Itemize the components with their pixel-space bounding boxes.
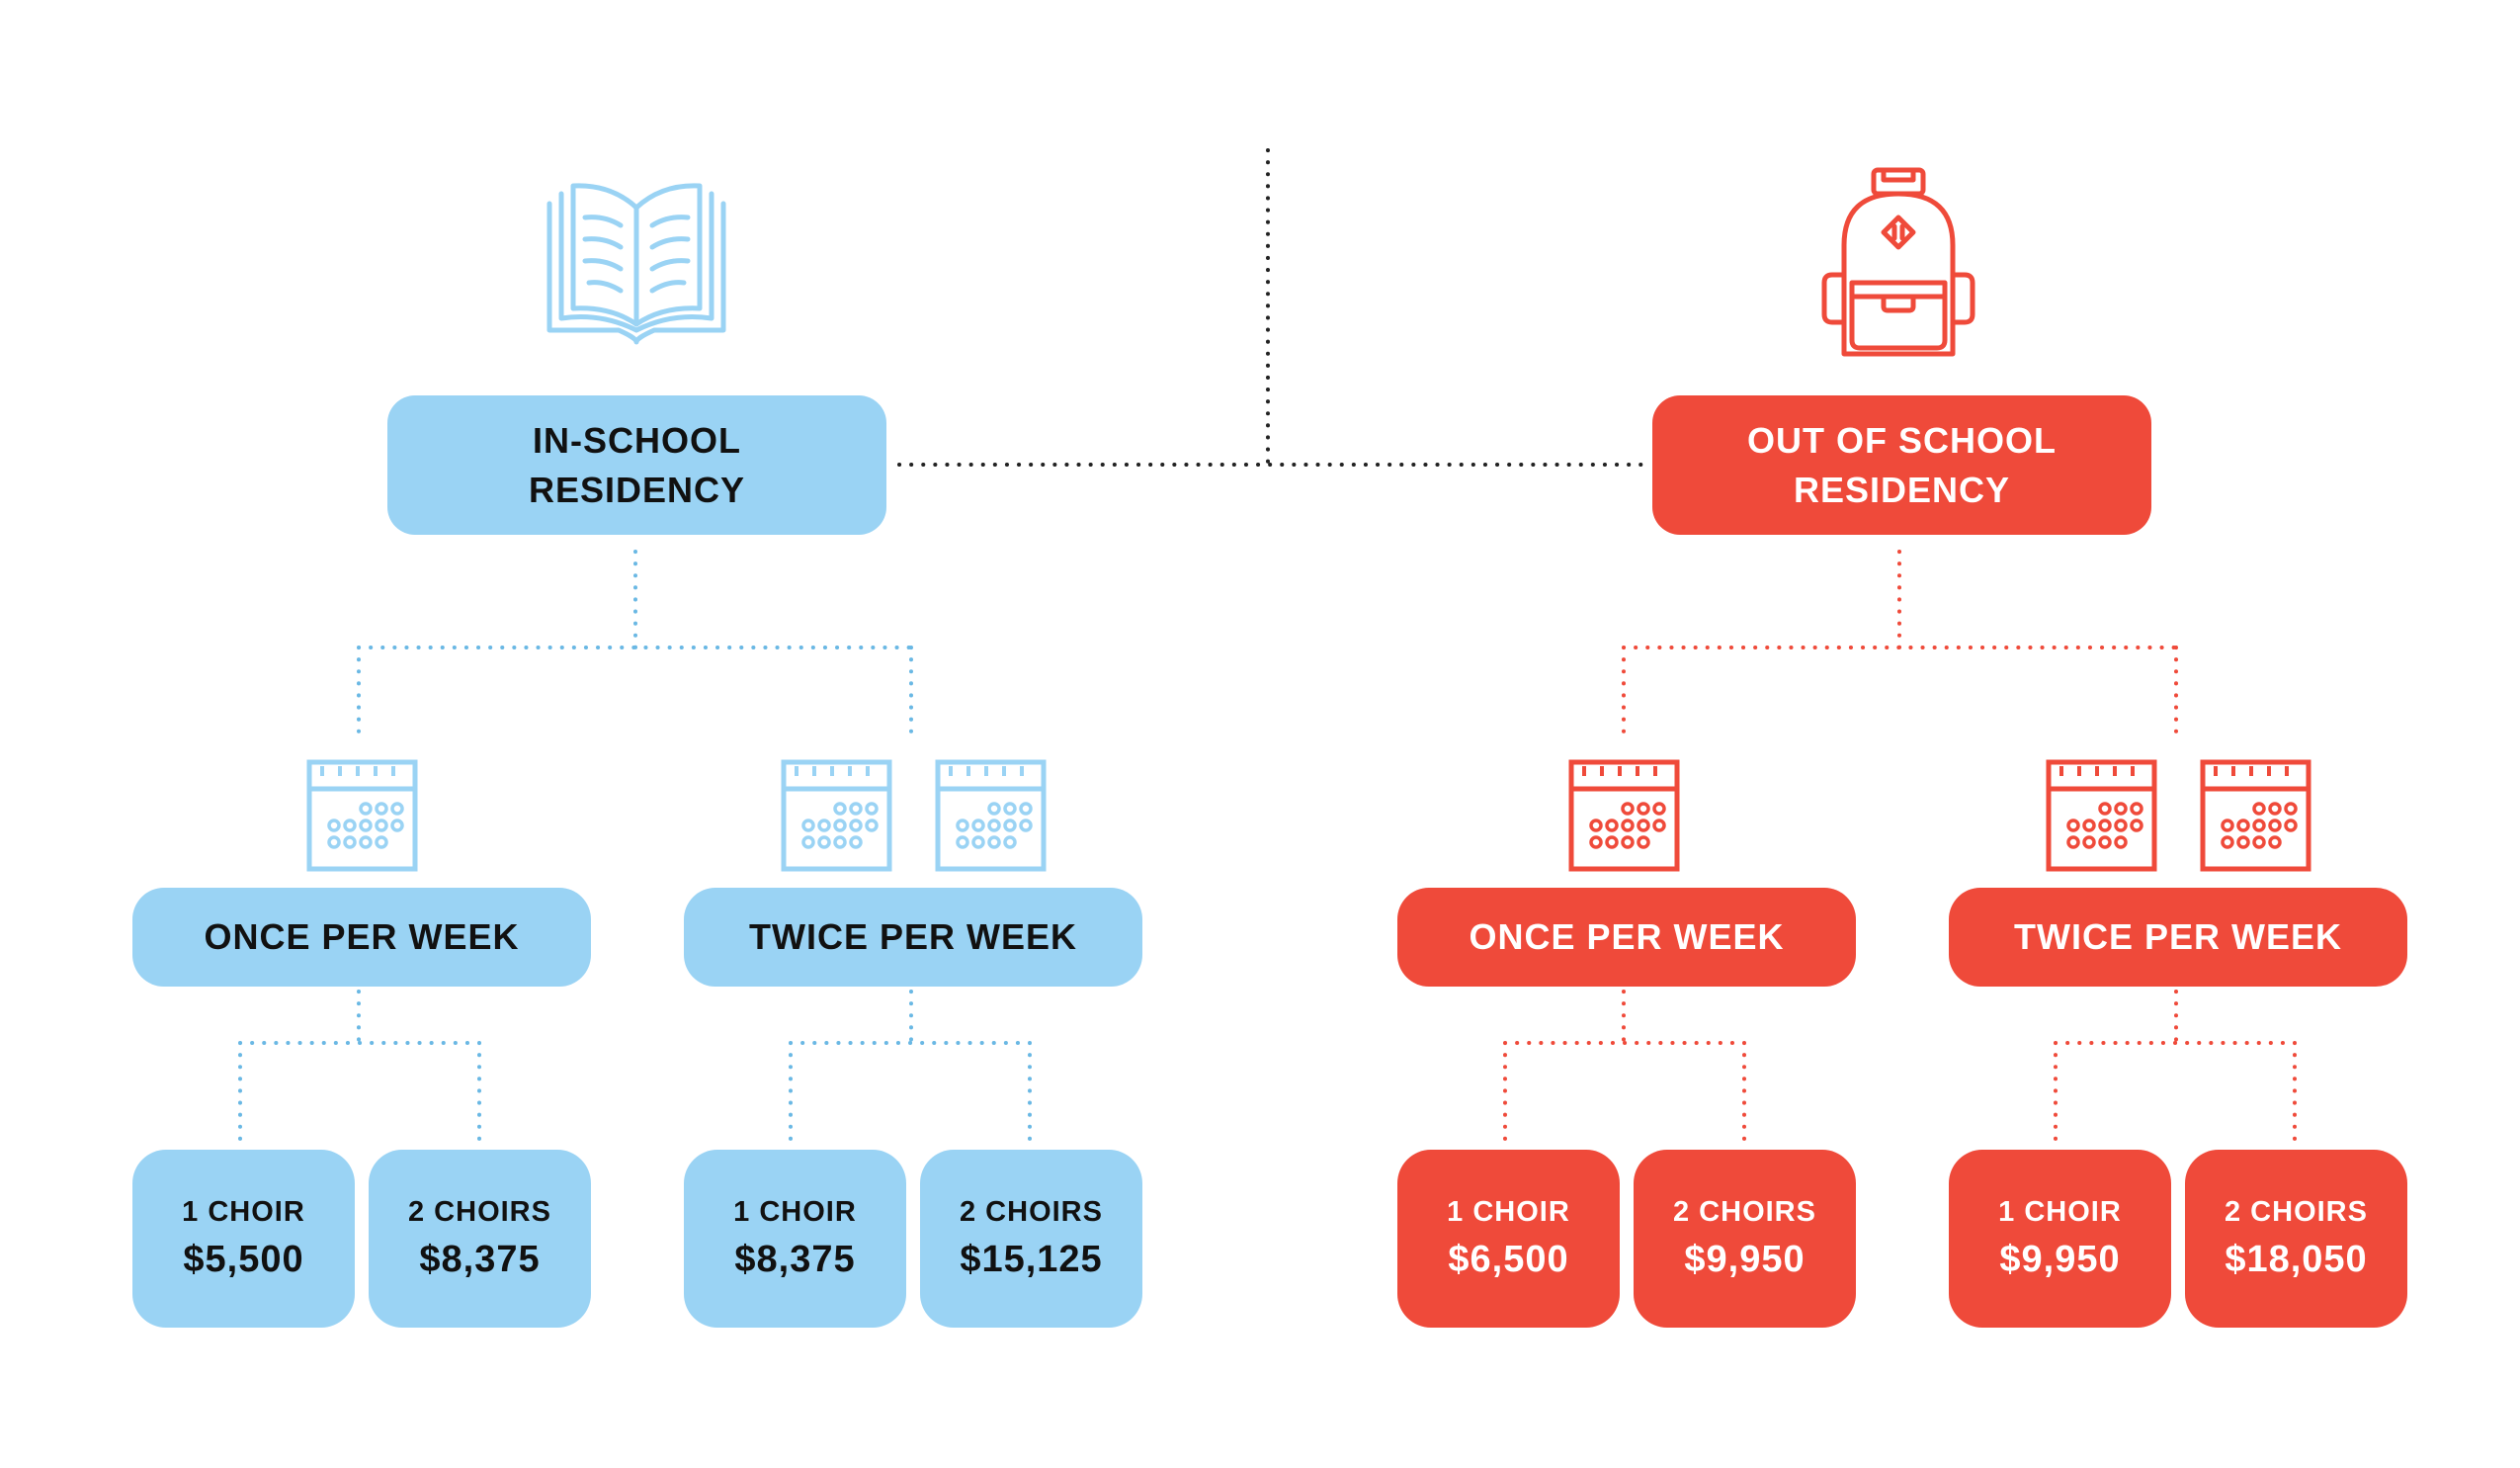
out-of-school-once-box: ONCE PER WEEK — [1397, 888, 1856, 987]
in-school-title-line1: IN-SCHOOL — [533, 419, 741, 461]
choir-count-label: 2 CHOIRS — [960, 1196, 1103, 1228]
in-school-residency-box: IN-SCHOOL RESIDENCY — [387, 395, 886, 535]
out-of-school-twice-box: TWICE PER WEEK — [1949, 888, 2407, 987]
in-school-twice-box: TWICE PER WEEK — [684, 888, 1142, 987]
choir-count-label: 2 CHOIRS — [2225, 1196, 2368, 1228]
price-value: $9,950 — [1999, 1239, 2121, 1280]
out-of-school-title-line2: RESIDENCY — [1793, 469, 2011, 510]
in-school-title-line2: RESIDENCY — [528, 469, 746, 510]
choir-count-label: 1 CHOIR — [1998, 1196, 2122, 1228]
choir-count-label: 2 CHOIRS — [1673, 1196, 1816, 1228]
out-of-school-once-1-choir-box: 1 CHOIR $6,500 — [1397, 1150, 1620, 1328]
out-of-school-twice-2-choirs-box: 2 CHOIRS $18,050 — [2185, 1150, 2407, 1328]
price-value: $6,500 — [1448, 1239, 1569, 1280]
out-of-school-title-line1: OUT OF SCHOOL — [1747, 419, 2057, 461]
out-of-school-residency-box: OUT OF SCHOOL RESIDENCY — [1652, 395, 2151, 535]
calendar-icon — [2200, 759, 2311, 872]
in-school-once-2-choirs-box: 2 CHOIRS $8,375 — [369, 1150, 591, 1328]
price-value: $8,375 — [734, 1239, 856, 1280]
out-of-school-connectors — [1503, 550, 2297, 1144]
backpack-icon — [1821, 167, 1975, 357]
choir-count-label: 2 CHOIRS — [408, 1196, 551, 1228]
calendar-icon — [935, 759, 1047, 872]
in-school-once-1-choir-box: 1 CHOIR $5,500 — [132, 1150, 355, 1328]
choir-count-label: 1 CHOIR — [1447, 1196, 1570, 1228]
calendar-icon — [2046, 759, 2157, 872]
price-value: $9,950 — [1684, 1239, 1806, 1280]
frequency-label: ONCE PER WEEK — [204, 916, 520, 957]
choir-count-label: 1 CHOIR — [182, 1196, 305, 1228]
price-value: $8,375 — [419, 1239, 541, 1280]
open-book-icon — [546, 183, 726, 345]
in-school-connectors — [238, 550, 1032, 1144]
out-of-school-twice-1-choir-box: 1 CHOIR $9,950 — [1949, 1150, 2171, 1328]
frequency-label: TWICE PER WEEK — [2013, 916, 2342, 957]
out-of-school-once-2-choirs-box: 2 CHOIRS $9,950 — [1634, 1150, 1856, 1328]
price-value: $18,050 — [2225, 1239, 2368, 1280]
calendar-icon — [306, 759, 418, 872]
price-value: $15,125 — [960, 1239, 1103, 1280]
in-school-once-box: ONCE PER WEEK — [132, 888, 591, 987]
choir-count-label: 1 CHOIR — [733, 1196, 857, 1228]
price-value: $5,500 — [183, 1239, 304, 1280]
in-school-twice-1-choir-box: 1 CHOIR $8,375 — [684, 1150, 906, 1328]
frequency-label: ONCE PER WEEK — [1469, 916, 1785, 957]
calendar-icon — [781, 759, 892, 872]
in-school-twice-2-choirs-box: 2 CHOIRS $15,125 — [920, 1150, 1142, 1328]
frequency-label: TWICE PER WEEK — [748, 916, 1077, 957]
calendar-icon — [1568, 759, 1680, 872]
